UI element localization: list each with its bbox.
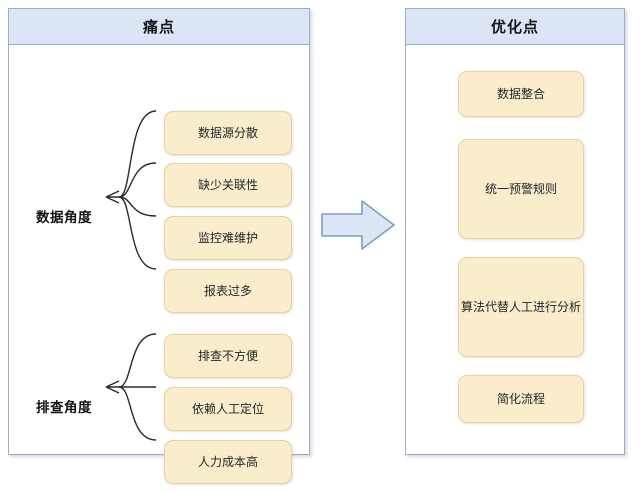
optimization-node-3-label: 算法代替人工进行分析	[460, 299, 581, 314]
pain-node-5-label: 排查不方便	[197, 348, 258, 363]
panel-optimizations: 优化点 数据整合 统一预警规则 算法代替人工进行分析 简化流程	[405, 8, 625, 455]
pain-node-2-label: 缺少关联性	[197, 177, 258, 192]
optimization-node-1-label: 数据整合	[496, 86, 545, 101]
optimization-node-1[interactable]: 数据整合	[458, 71, 584, 117]
optimization-node-4[interactable]: 简化流程	[458, 375, 584, 423]
branch-root-label-troubleshoot: 排查角度	[36, 400, 92, 415]
panel-left-header: 痛点	[9, 9, 309, 45]
right-block-arrow-icon	[321, 200, 395, 250]
connector-line	[118, 333, 157, 388]
pain-node-4[interactable]: 报表过多	[164, 269, 292, 313]
pain-node-1-label: 数据源分散	[197, 125, 258, 140]
panel-right-title: 优化点	[490, 19, 539, 36]
pain-node-3[interactable]: 监控难维护	[164, 216, 292, 260]
pain-node-2[interactable]: 缺少关联性	[164, 163, 292, 207]
optimization-node-3[interactable]: 算法代替人工进行分析	[458, 257, 584, 357]
connector-line	[118, 386, 157, 441]
pain-node-6-label: 依赖人工定位	[191, 401, 264, 416]
panel-right-body: 数据整合 统一预警规则 算法代替人工进行分析 简化流程	[406, 45, 624, 454]
optimization-node-2[interactable]: 统一预警规则	[458, 139, 584, 239]
connector-arrowhead	[105, 190, 120, 204]
panel-left-body: 数据角度 排查角度 数据源分散 缺少关联性 监控难维护 报表过多 排查不方便 依…	[9, 45, 309, 484]
panel-left-title: 痛点	[142, 19, 175, 36]
pain-node-5[interactable]: 排查不方便	[164, 334, 292, 378]
panel-pain-points: 痛点 数据角度 排查角度 数据源分散	[8, 8, 310, 484]
pain-node-6[interactable]: 依赖人工定位	[164, 387, 292, 431]
connector-line	[118, 196, 157, 270]
optimization-node-2-label: 统一预警规则	[484, 181, 557, 196]
branch-root-label-data: 数据角度	[36, 210, 92, 225]
optimization-node-4-label: 简化流程	[496, 391, 545, 406]
pain-node-4-label: 报表过多	[203, 283, 252, 298]
pain-node-7[interactable]: 人力成本高	[164, 440, 292, 484]
connector-line	[118, 110, 157, 198]
connector-arrowhead	[105, 380, 120, 394]
connector-line	[118, 162, 157, 198]
pain-node-7-label: 人力成本高	[197, 454, 258, 469]
connector-line	[118, 196, 157, 217]
pain-node-1[interactable]: 数据源分散	[164, 111, 292, 155]
diagram-canvas: 痛点 数据角度 排查角度 数据源分散	[8, 8, 625, 484]
panel-right-header: 优化点	[406, 9, 624, 45]
pain-node-3-label: 监控难维护	[197, 230, 258, 245]
